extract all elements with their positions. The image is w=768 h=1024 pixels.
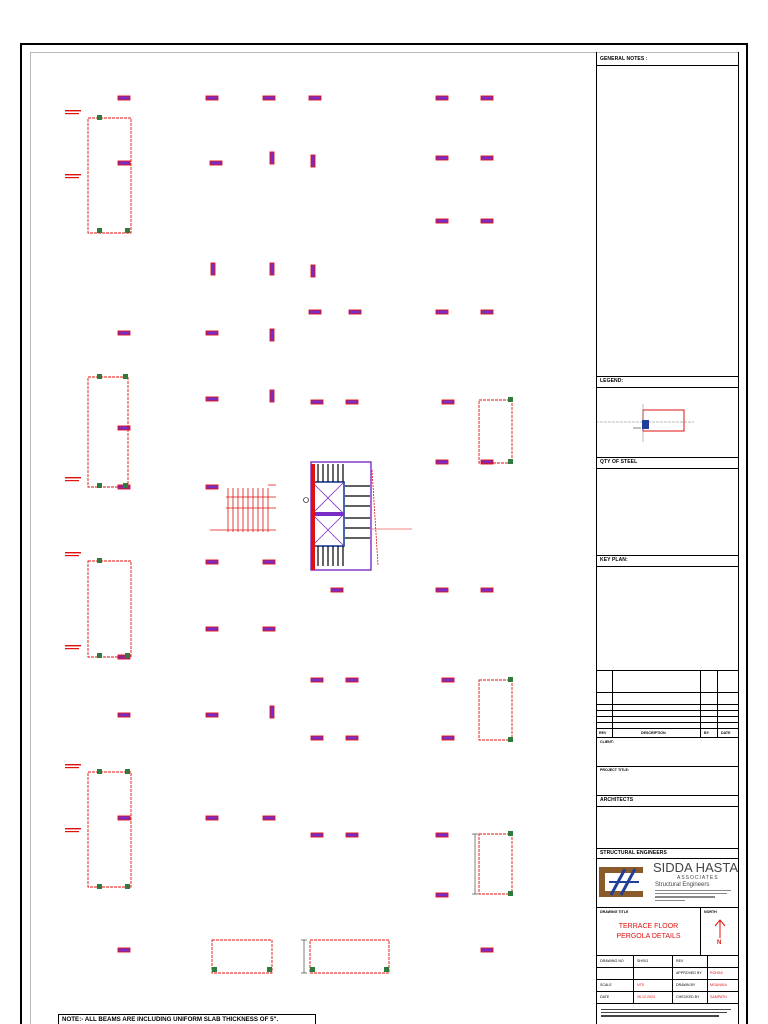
- firm-sub: ASSOCIATES: [677, 875, 719, 881]
- general-notes-label: GENERAL NOTES :: [600, 56, 648, 62]
- checked-by-value: SAMPATH: [710, 995, 727, 999]
- general-note: NOTE:- ALL BEAMS ARE INCLUDING UNIFORM S…: [58, 1014, 316, 1024]
- date-header: DATE: [721, 731, 731, 735]
- approved-by-value: ROHINI: [710, 971, 723, 975]
- revision-table: REV DESCRIPTION BY DATE: [597, 670, 738, 738]
- firm-name: SIDDA HASTA: [653, 860, 739, 875]
- drawing-no-label: DRAWING NO: [600, 959, 624, 963]
- scale-label: SCALE: [600, 983, 612, 987]
- frame-annotations: [65, 110, 81, 833]
- staircase: [210, 484, 276, 532]
- drawn-by-value: MOUNIKA: [710, 983, 727, 987]
- architects-label: ARCHITECTS: [600, 797, 634, 803]
- rev-label: REV: [676, 959, 684, 963]
- drawing-no-value: SH/S/1: [637, 959, 649, 963]
- scale-value: NTS: [637, 983, 645, 987]
- column-markers-vertical: [210, 151, 316, 719]
- drawing-info-table: DRAWING NO SH/S/1 REV APPROVED BY ROHINI…: [597, 955, 738, 1004]
- firm-logo: [599, 867, 643, 897]
- drawing-title-line2: PERGOLA DETAILS: [616, 933, 681, 940]
- by-header: BY: [704, 731, 709, 735]
- checked-by-label: CHECKED BY: [676, 995, 700, 999]
- legend-label: LEGEND:: [600, 378, 624, 384]
- drawing-title-label: DRAWING TITLE: [600, 910, 629, 914]
- north-label: NORTH: [704, 910, 717, 914]
- north-arrow-icon: [714, 919, 726, 938]
- qty-of-steel-label: QTY OF STEEL: [600, 459, 638, 465]
- footing-markers: [97, 115, 513, 972]
- firm-address: [655, 890, 735, 901]
- drawing-sheet-border: [20, 43, 748, 1024]
- client-label: CLIENT:: [600, 740, 614, 744]
- disclaimer-text: [601, 1009, 735, 1017]
- north-symbol: N: [717, 940, 722, 946]
- date-label: DATE: [600, 995, 610, 999]
- key-plan-label: KEY PLAN:: [600, 557, 628, 563]
- structural-engineers-label: STRUCTURAL ENGINEERS: [600, 850, 667, 856]
- lift-core: [303, 461, 412, 571]
- pergola-frames: [87, 117, 513, 974]
- column-markers: [117, 95, 494, 953]
- approved-by-label: APPROVED BY: [676, 971, 702, 975]
- legend-symbol: [596, 404, 694, 442]
- drawing-title-line1: TERRACE FLOOR: [618, 923, 679, 930]
- date-value: 26.12.2024: [637, 995, 655, 999]
- rev-header: REV: [599, 731, 607, 735]
- project-title-label: PROJECT TITLE:: [600, 768, 630, 772]
- firm-tagline: Structural Engineers: [655, 882, 710, 888]
- title-block: GENERAL NOTES : LEGEND: QTY OF STEEL KEY…: [596, 52, 739, 1024]
- dimension-lines: [301, 833, 478, 974]
- description-header: DESCRIPTION: [641, 731, 666, 735]
- drawn-by-label: DRAWN BY: [676, 983, 696, 987]
